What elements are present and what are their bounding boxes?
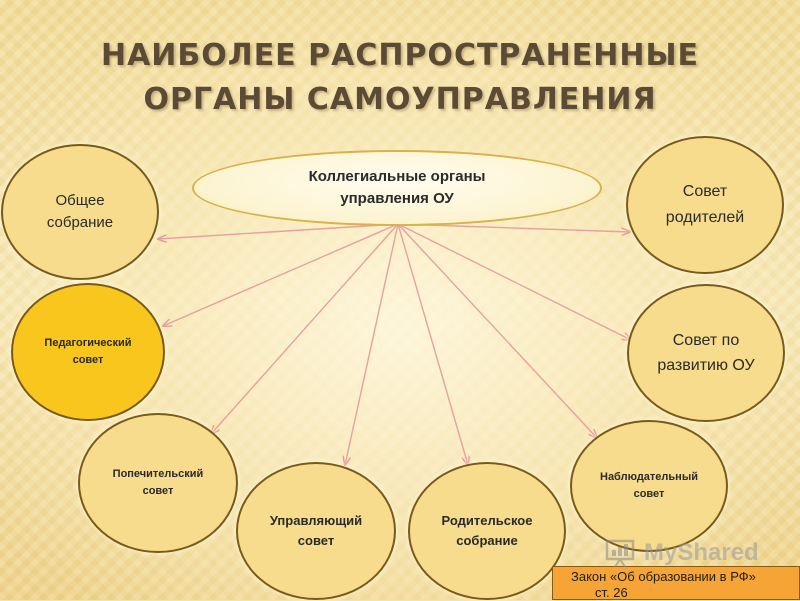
node-label: Родительское собрание: [441, 513, 533, 548]
arrow-to-sovet-raz: [397, 223, 631, 340]
node-label: Совет родителей: [665, 183, 745, 226]
arrow-to-upr: [345, 223, 399, 465]
node-sovet-roditeley: Совет родителей: [626, 136, 784, 274]
node-upravlyayushchiy-sovet: Управляющий совет: [236, 462, 396, 600]
law-reference-line-1: Закон «Об образовании в РФ»: [571, 569, 756, 584]
node-obshchee-sobranie: Общее собрание: [1, 144, 159, 280]
watermark: MyShared: [604, 538, 774, 568]
node-label: Наблюдательный совет: [600, 471, 698, 500]
node-label: Управляющий совет: [269, 513, 363, 548]
arrow-to-obshchee: [158, 223, 399, 239]
node-label: Педагогический совет: [44, 337, 132, 366]
node-pedagogicheskiy-sovet: Педагогический совет: [11, 283, 165, 421]
watermark-text: MyShared: [644, 539, 759, 566]
node-nablyudatelnyy-sovet: Наблюдательный совет: [570, 420, 728, 552]
presentation-icon: [605, 539, 635, 568]
arrow-to-rod-sobr: [397, 223, 468, 465]
arrow-to-nabl: [397, 223, 597, 438]
law-reference-box: Закон «Об образовании в РФ» ст. 26: [552, 566, 800, 600]
node-sovet-po-razvitiyu: Совет по развитию ОУ: [627, 284, 785, 422]
node-label: Совет по развитию ОУ: [657, 332, 755, 374]
arrow-to-popech: [211, 223, 399, 434]
center-node-label: Коллегиальные органы управления ОУ: [308, 168, 486, 207]
node-roditelskoe-sobranie: Родительское собрание: [408, 462, 566, 600]
slide-title-line-2: ОРГАНЫ САМОУПРАВЛЕНИЯ: [143, 82, 657, 117]
slide-title-line-1: НАИБОЛЕЕ РАСПРОСТРАНЕННЫЕ: [100, 38, 700, 73]
node-label: Попечительский совет: [112, 468, 204, 497]
center-node: Коллегиальные органы управления ОУ: [192, 150, 602, 226]
node-label: Общее собрание: [46, 192, 114, 231]
arrow-to-ped: [163, 223, 399, 326]
law-reference-line-2: ст. 26: [595, 585, 628, 600]
arrow-to-sovet-par: [397, 223, 630, 232]
node-popechitelskiy-sovet: Попечительский совет: [78, 413, 238, 553]
